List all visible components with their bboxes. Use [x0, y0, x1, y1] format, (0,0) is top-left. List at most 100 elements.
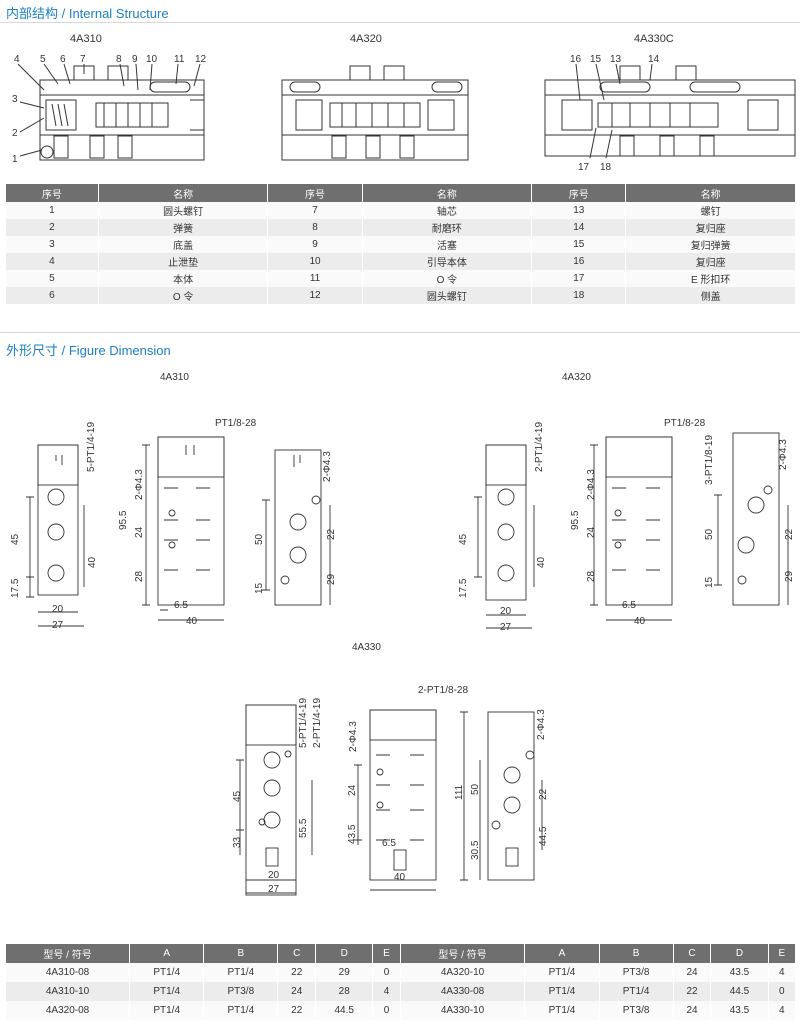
table-cell: 12 [267, 287, 363, 304]
dim-4a310-side [26, 444, 85, 627]
table-cell: 44.5 [315, 1001, 374, 1020]
dim-value: 50 [470, 783, 481, 795]
callout-3: 3 [12, 94, 18, 105]
table-cell: 11 [267, 270, 363, 287]
dim-value: 17.5 [458, 578, 469, 598]
dim-4a330-side [236, 704, 313, 896]
table-cell: PT1/4 [599, 982, 674, 1001]
table-cell: 43.5 [710, 1001, 769, 1020]
dim-value: 95.5 [118, 510, 129, 530]
table-cell: 9 [267, 236, 363, 253]
col-header: 名称 [362, 184, 533, 202]
callout-5: 5 [40, 54, 46, 65]
col-header: 型号 / 符号 [400, 944, 526, 963]
section-title-internal-structure: 内部结构 / Internal Structure [6, 6, 169, 21]
table-cell: 0 [372, 1001, 401, 1020]
dim-label-hole2: 2-Φ4.3 [536, 709, 547, 740]
dim-4a320-rear [714, 432, 789, 606]
dim-label-pilot: 2-PT1/8-28 [418, 685, 468, 696]
table-row: 4A320-08 PT1/4 PT1/4 22 44.5 0 4A330-10 … [6, 1001, 797, 1020]
callout-13: 13 [610, 54, 622, 65]
col-header: 型号 / 符号 [6, 944, 131, 963]
table-cell: 4 [768, 963, 797, 982]
col-header: A [129, 944, 205, 963]
dim-label-pilot: PT1/8-28 [215, 418, 257, 429]
valve-section-4a310 [39, 65, 205, 161]
table-cell: 4A320-08 [6, 1001, 131, 1020]
table-cell: 弹簧 [98, 219, 269, 236]
col-header: D [315, 944, 374, 963]
table-cell: 22 [673, 982, 712, 1001]
table-cell: 24 [673, 963, 712, 982]
dim-value: 27 [500, 622, 512, 633]
dim-value: 29 [326, 573, 337, 585]
table-cell: PT1/4 [524, 982, 600, 1001]
table-cell: 耐磨环 [362, 219, 533, 236]
table-cell: 4 [768, 1001, 797, 1020]
dim-label-port3: 3-PT1/8-19 [704, 435, 715, 485]
table-cell: 4A330-08 [400, 982, 526, 1001]
table-row: 3 底盖 9 活塞 15 复归弹簧 [6, 236, 796, 253]
dim-value: 40 [186, 616, 198, 627]
dim-value: 55.5 [298, 818, 309, 838]
table-cell: O 令 [362, 270, 533, 287]
dim-value: 27 [268, 884, 280, 895]
table-cell: 3 [6, 236, 99, 253]
dim-value: 20 [500, 606, 512, 617]
dim-value: 45 [458, 533, 469, 545]
table-cell: 16 [531, 253, 627, 270]
col-header: D [710, 944, 769, 963]
dim-value: 40 [536, 556, 547, 568]
table-cell: 24 [673, 1001, 712, 1020]
dimension-drawings: 4A310 5-PT1/4-19 PT1/8-28 2-Φ4.3 2-Φ4.3 … [10, 372, 795, 896]
callout-10: 10 [146, 54, 158, 65]
table-cell: 8 [267, 219, 363, 236]
table-cell: 4A330-10 [400, 1001, 526, 1020]
dim-value: 27 [52, 620, 64, 631]
col-header: 名称 [625, 184, 796, 202]
dim-label-pilot: PT1/8-28 [664, 418, 706, 429]
dim-value: 15 [254, 582, 265, 594]
dim-value: 33 [232, 836, 243, 848]
table-cell: 轴芯 [362, 202, 533, 219]
table-row: 1 圆头螺钉 7 轴芯 13 螺钉 [6, 202, 796, 219]
parts-table: 序号 名称 序号 名称 序号 名称 1 圆头螺钉 7 轴芯 13 螺钉 2 弹簧… [6, 184, 796, 304]
callout-17: 17 [578, 162, 590, 173]
table-cell: 15 [531, 236, 627, 253]
table-cell: 复归座 [625, 219, 796, 236]
table-cell: PT1/4 [129, 1001, 205, 1020]
table-header-row: 序号 名称 序号 名称 序号 名称 [6, 184, 796, 202]
dim-model-title: 4A320 [562, 372, 591, 383]
table-cell: 29 [315, 963, 374, 982]
callout-9: 9 [132, 54, 138, 65]
dim-value: 40 [634, 616, 646, 627]
valve-section-4a320 [281, 65, 469, 161]
dim-value: 6.5 [382, 838, 396, 849]
section-divider [0, 332, 800, 333]
table-cell: 0 [768, 982, 797, 1001]
dim-value: 40 [87, 556, 98, 568]
callout-11: 11 [174, 54, 185, 65]
table-cell: 底盖 [98, 236, 269, 253]
dim-4a310-rear [262, 449, 331, 606]
table-cell: 44.5 [710, 982, 769, 1001]
table-cell: PT1/4 [524, 1001, 600, 1020]
callout-14: 14 [648, 54, 660, 65]
section-divider [0, 22, 800, 23]
col-header: B [599, 944, 674, 963]
table-cell: 圆头螺钉 [362, 287, 533, 304]
dim-model-title: 4A310 [160, 372, 189, 383]
table-cell: 28 [315, 982, 374, 1001]
section-title-figure-dimension: 外形尺寸 / Figure Dimension [6, 343, 171, 358]
table-cell: 4A320-10 [400, 963, 526, 982]
table-cell: 4A310-10 [6, 982, 131, 1001]
table-cell: 本体 [98, 270, 269, 287]
col-header: E [768, 944, 797, 963]
dim-value: 45 [232, 790, 243, 802]
dim-4a330-rear [460, 711, 543, 881]
model-label-4a320: 4A320 [350, 33, 382, 45]
dim-value: 24 [134, 526, 145, 538]
dim-model-title: 4A330 [352, 642, 381, 653]
table-cell: 侧盖 [625, 287, 796, 304]
dim-value: 22 [538, 788, 549, 800]
